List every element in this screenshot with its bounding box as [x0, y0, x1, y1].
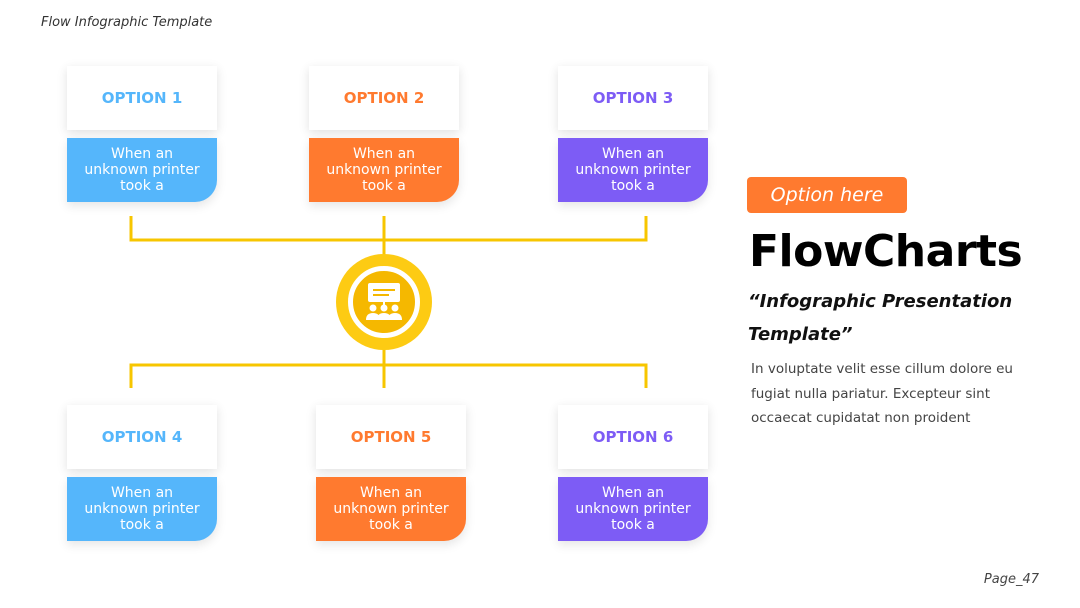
- subtitle: “Infographic Presentation Template”: [748, 291, 1013, 345]
- header-title: Flow Infographic Template: [41, 15, 213, 30]
- option-card-2: OPTION 2 When an unknown printer took a: [309, 66, 459, 202]
- option-badge: Option here: [747, 177, 907, 213]
- option-card-3: OPTION 3 When an unknown printer took a: [558, 66, 708, 202]
- option-title-5: OPTION 5: [316, 405, 466, 469]
- option-title-1: OPTION 1: [67, 66, 217, 130]
- option-text-3: When an unknown printer took a: [558, 138, 708, 202]
- option-card-6: OPTION 6 When an unknown printer took a: [558, 405, 708, 541]
- option-card-5: OPTION 5 When an unknown printer took a: [316, 405, 466, 541]
- main-title: FlowCharts: [749, 226, 1023, 277]
- option-title-4: OPTION 4: [67, 405, 217, 469]
- option-title-3: OPTION 3: [558, 66, 708, 130]
- option-card-1: OPTION 1 When an unknown printer took a: [67, 66, 217, 202]
- option-title-2: OPTION 2: [309, 66, 459, 130]
- option-card-4: OPTION 4 When an unknown printer took a: [67, 405, 217, 541]
- presentation-audience-icon: [366, 283, 402, 320]
- description: In voluptate velit esse cillum dolore eu…: [751, 361, 1013, 426]
- option-title-6: OPTION 6: [558, 405, 708, 469]
- option-text-4: When an unknown printer took a: [67, 477, 217, 541]
- option-text-2: When an unknown printer took a: [309, 138, 459, 202]
- page-number: Page_47: [983, 572, 1039, 587]
- option-text-6: When an unknown printer took a: [558, 477, 708, 541]
- hub-inner-circle: [348, 266, 420, 338]
- option-text-1: When an unknown printer took a: [67, 138, 217, 202]
- option-text-5: When an unknown printer took a: [316, 477, 466, 541]
- hub-circle: [336, 254, 432, 350]
